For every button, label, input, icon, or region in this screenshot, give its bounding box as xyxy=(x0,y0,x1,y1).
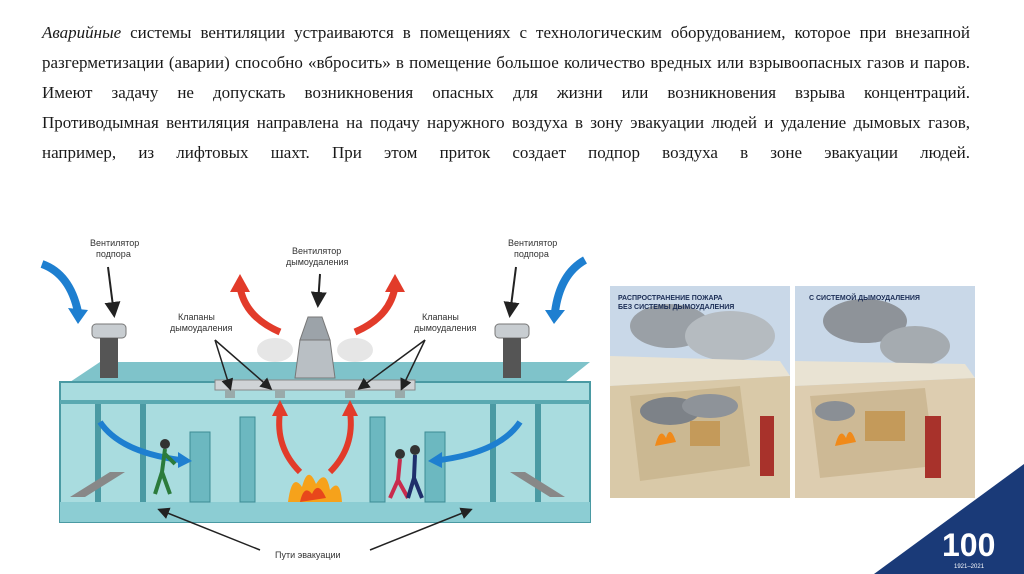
logo-number: 100 xyxy=(942,527,995,563)
label-valves-left: Клапаны xyxy=(178,312,215,322)
fire-icon xyxy=(288,474,342,502)
italic-term: Аварийные xyxy=(42,23,122,42)
label-evacuation-routes: Пути эвакуации xyxy=(275,550,341,560)
anniversary-logo: 100 1921–2021 xyxy=(874,464,1024,574)
photo-with-smoke-removal: С СИСТЕМОЙ ДЫМОУДАЛЕНИЯ xyxy=(795,286,975,498)
logo-years: 1921–2021 xyxy=(954,564,985,570)
label-valves-left-2: дымоудаления xyxy=(170,323,233,333)
person-icon xyxy=(153,439,177,495)
photo-right-caption: С СИСТЕМОЙ ДЫМОУДАЛЕНИЯ xyxy=(809,293,920,302)
label-valves-right: Клапаны xyxy=(422,312,459,322)
photo-left-caption-1: РАСПРОСТРАНЕНИЕ ПОЖАРА xyxy=(618,295,723,302)
label-supply-fan-left-2: подпора xyxy=(96,249,131,259)
body-text: Аварийные системы вентиляции устраиваютс… xyxy=(42,18,970,168)
label-smoke-fan: Вентилятор xyxy=(292,246,341,256)
label-supply-fan-left: Вентилятор xyxy=(90,238,139,248)
person-icon xyxy=(388,445,424,499)
paragraph-1-text: системы вентиляции устраиваются в помеще… xyxy=(42,23,970,102)
photo-without-smoke-removal: РАСПРОСТРАНЕНИЕ ПОЖАРА БЕЗ СИСТЕМЫ ДЫМОУ… xyxy=(610,286,790,498)
paragraph-smoke-ventilation: Противодымная вентиляция направлена на п… xyxy=(42,113,970,162)
label-valves-right-2: дымоудаления xyxy=(414,323,477,333)
label-smoke-fan-2: дымоудаления xyxy=(286,257,349,267)
label-supply-fan-right: Вентилятор xyxy=(508,238,557,248)
photo-left-caption-2: БЕЗ СИСТЕМЫ ДЫМОУДАЛЕНИЯ xyxy=(618,304,734,311)
label-supply-fan-right-2: подпора xyxy=(514,249,549,259)
ventilation-diagram: Вентилятор подпора Вентилятор подпора Ве… xyxy=(40,238,591,560)
paragraph-emergency-ventilation: Аварийные системы вентиляции устраиваютс… xyxy=(42,18,970,108)
